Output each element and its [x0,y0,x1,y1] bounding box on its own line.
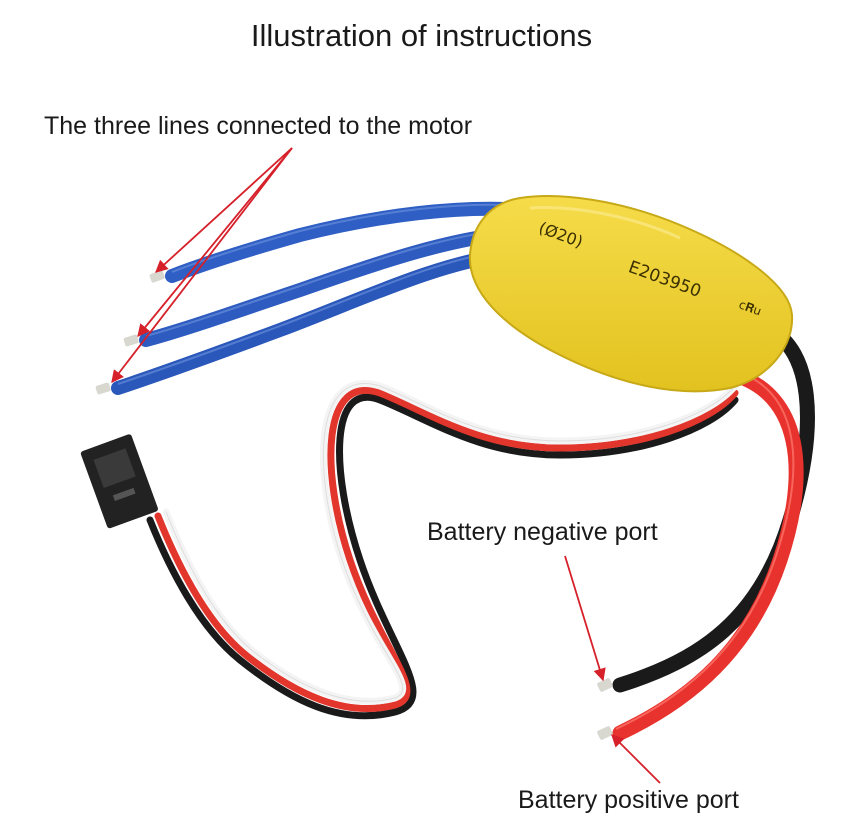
arrow-motor-wire-3 [111,147,293,383]
annotation-arrows [111,147,661,784]
diagram-title: Illustration of instructions [250,18,593,53]
battery-negative-label: Battery negative port [427,518,658,546]
arrow-battery-positive [611,734,661,784]
servo-connector [80,434,158,529]
arrow-motor-wire-1 [155,147,293,273]
battery-positive-label: Battery positive port [518,786,739,814]
motor-lines-label: The three lines connected to the motor [44,112,473,140]
arrow-battery-negative [564,555,606,682]
battery-wires [597,322,815,741]
esc-body: (Ø20) E203950 c𝐑u [468,195,794,393]
signal-cable [146,380,739,720]
motor-wires [95,201,532,395]
arrow-motor-wire-2 [137,147,293,337]
